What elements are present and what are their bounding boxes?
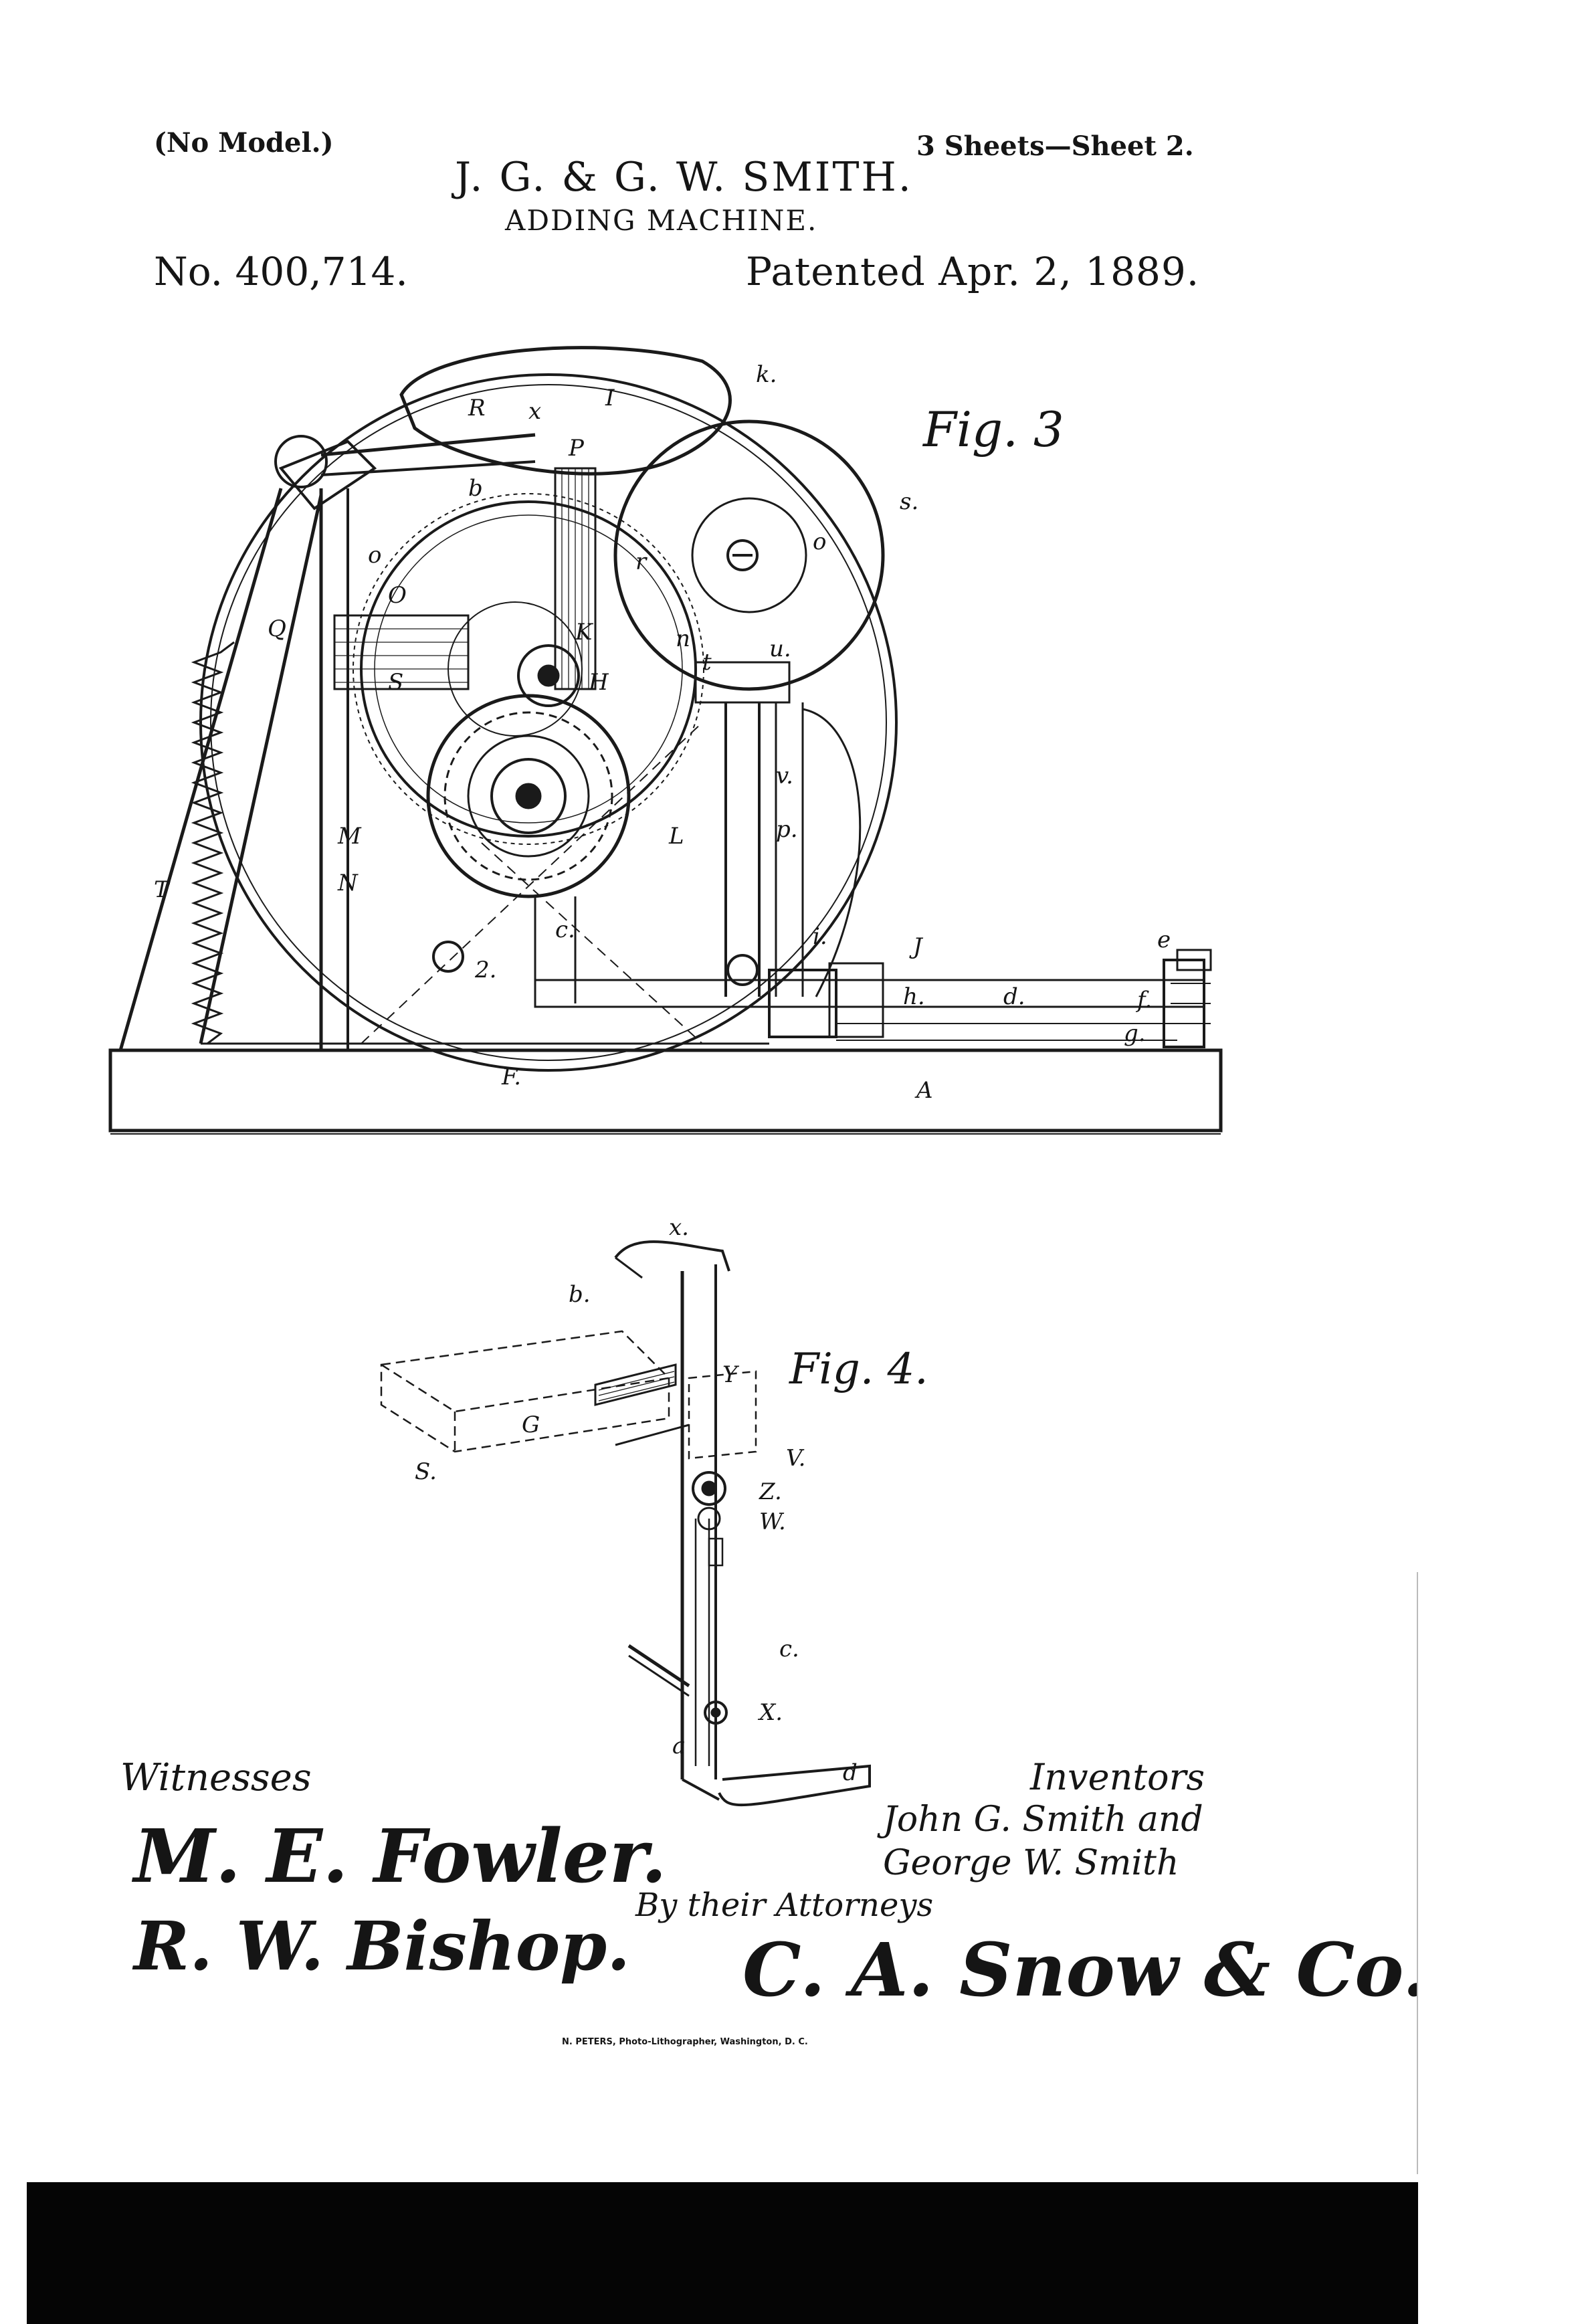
scan-border-bottom — [27, 2182, 1418, 2324]
fig3-label-d: d. — [1003, 983, 1025, 1010]
witness-signature-fowler: M. E. Fowler. — [134, 1813, 667, 1899]
witness-signature-bishop: R. W. Bishop. — [134, 1907, 631, 1986]
fig4-label-b: b. — [569, 1281, 591, 1308]
fig3-label-x: x — [528, 398, 542, 425]
fig3-label-sigma: o — [813, 528, 827, 555]
patent-number: No. 400,714. — [154, 249, 408, 294]
fig3-label-i: i. — [813, 923, 827, 950]
fig3-label-A: A — [916, 1077, 933, 1104]
fig3-label-c: c. — [555, 916, 575, 943]
fig3-label-L: L — [669, 823, 684, 850]
fig4-label-G: G — [522, 1412, 540, 1438]
scan-edge-line — [1417, 1572, 1418, 2174]
fig3-label-M: M — [338, 823, 361, 850]
fig3-label-T: T — [154, 876, 169, 903]
scan-margin-right — [1418, 0, 1592, 2324]
fig3-label-H: H — [589, 669, 609, 696]
fig3-label-e: e — [1157, 927, 1171, 953]
witnesses-label: Witnesses — [120, 1756, 312, 1800]
by-attorneys-label: By their Attorneys — [635, 1886, 934, 1924]
inventors-title: J. G. & G. W. SMITH. — [455, 154, 913, 201]
fig4-label-a: a — [672, 1733, 686, 1759]
fig3-label-u: u. — [769, 636, 791, 662]
fig3-label-P: P — [569, 435, 584, 462]
fig3-label-p: p. — [776, 816, 798, 843]
attorney-signature: C. A. Snow & Co. — [742, 1927, 1428, 2013]
fig4-label-Z: Z. — [759, 1478, 782, 1505]
fig3-label-J: J — [913, 933, 922, 960]
fig4-label-W: W. — [759, 1509, 786, 1535]
patent-date: Patented Apr. 2, 1889. — [746, 249, 1200, 294]
fig3-label-O: O — [388, 582, 407, 609]
fig3-label-t: t — [702, 649, 712, 676]
fig4-label-S: S. — [415, 1458, 437, 1485]
fig3-label-n: n — [676, 625, 690, 652]
fig3-label-h: h. — [903, 983, 925, 1010]
fig4-label-x: x. — [669, 1214, 689, 1241]
fig3-label-r: r — [635, 549, 647, 575]
fig4-label-V: V. — [786, 1445, 806, 1472]
fig3-label-f: f. — [1137, 987, 1153, 1013]
fig3-label-F: F. — [502, 1064, 522, 1090]
fig3-label-2: 2. — [475, 957, 497, 983]
fig3-label-S: S — [388, 669, 404, 696]
inventor-signature-george: George W. Smith — [883, 1843, 1179, 1883]
fig3-label-b: b — [468, 475, 483, 502]
fig3-label-I: I — [605, 385, 615, 411]
fig4-label-c: c. — [779, 1636, 799, 1662]
fig4-label-Y: Y — [722, 1361, 738, 1388]
no-model-note: (No Model.) — [154, 127, 334, 159]
fig3-title: Fig. 3 — [923, 401, 1064, 458]
fig3-label-N: N — [338, 870, 358, 896]
inventor-signature-john: John G. Smith and — [883, 1800, 1203, 1840]
fig3-label-Q: Q — [268, 615, 286, 642]
fig3-label-K: K — [575, 619, 593, 646]
fig3-label-o: o — [368, 542, 382, 569]
fig3-label-g: g. — [1124, 1020, 1146, 1047]
sheet-count: 3 Sheets—Sheet 2. — [916, 130, 1194, 162]
fig3-label-s: s. — [900, 488, 919, 515]
fig4-title: Fig. 4. — [789, 1345, 928, 1394]
inventors-label: Inventors — [1030, 1756, 1205, 1798]
fig3-label-R: R — [468, 395, 486, 421]
fig4-label-d: d — [843, 1759, 858, 1786]
fig4-label-X: X. — [759, 1699, 783, 1726]
fig3-label-k: k. — [756, 361, 777, 388]
invention-title: ADDING MACHINE. — [505, 204, 818, 237]
lithographer-credit: N. PETERS, Photo-Lithographer, Washingto… — [562, 2037, 808, 2047]
fig3-label-v: v. — [776, 763, 793, 789]
